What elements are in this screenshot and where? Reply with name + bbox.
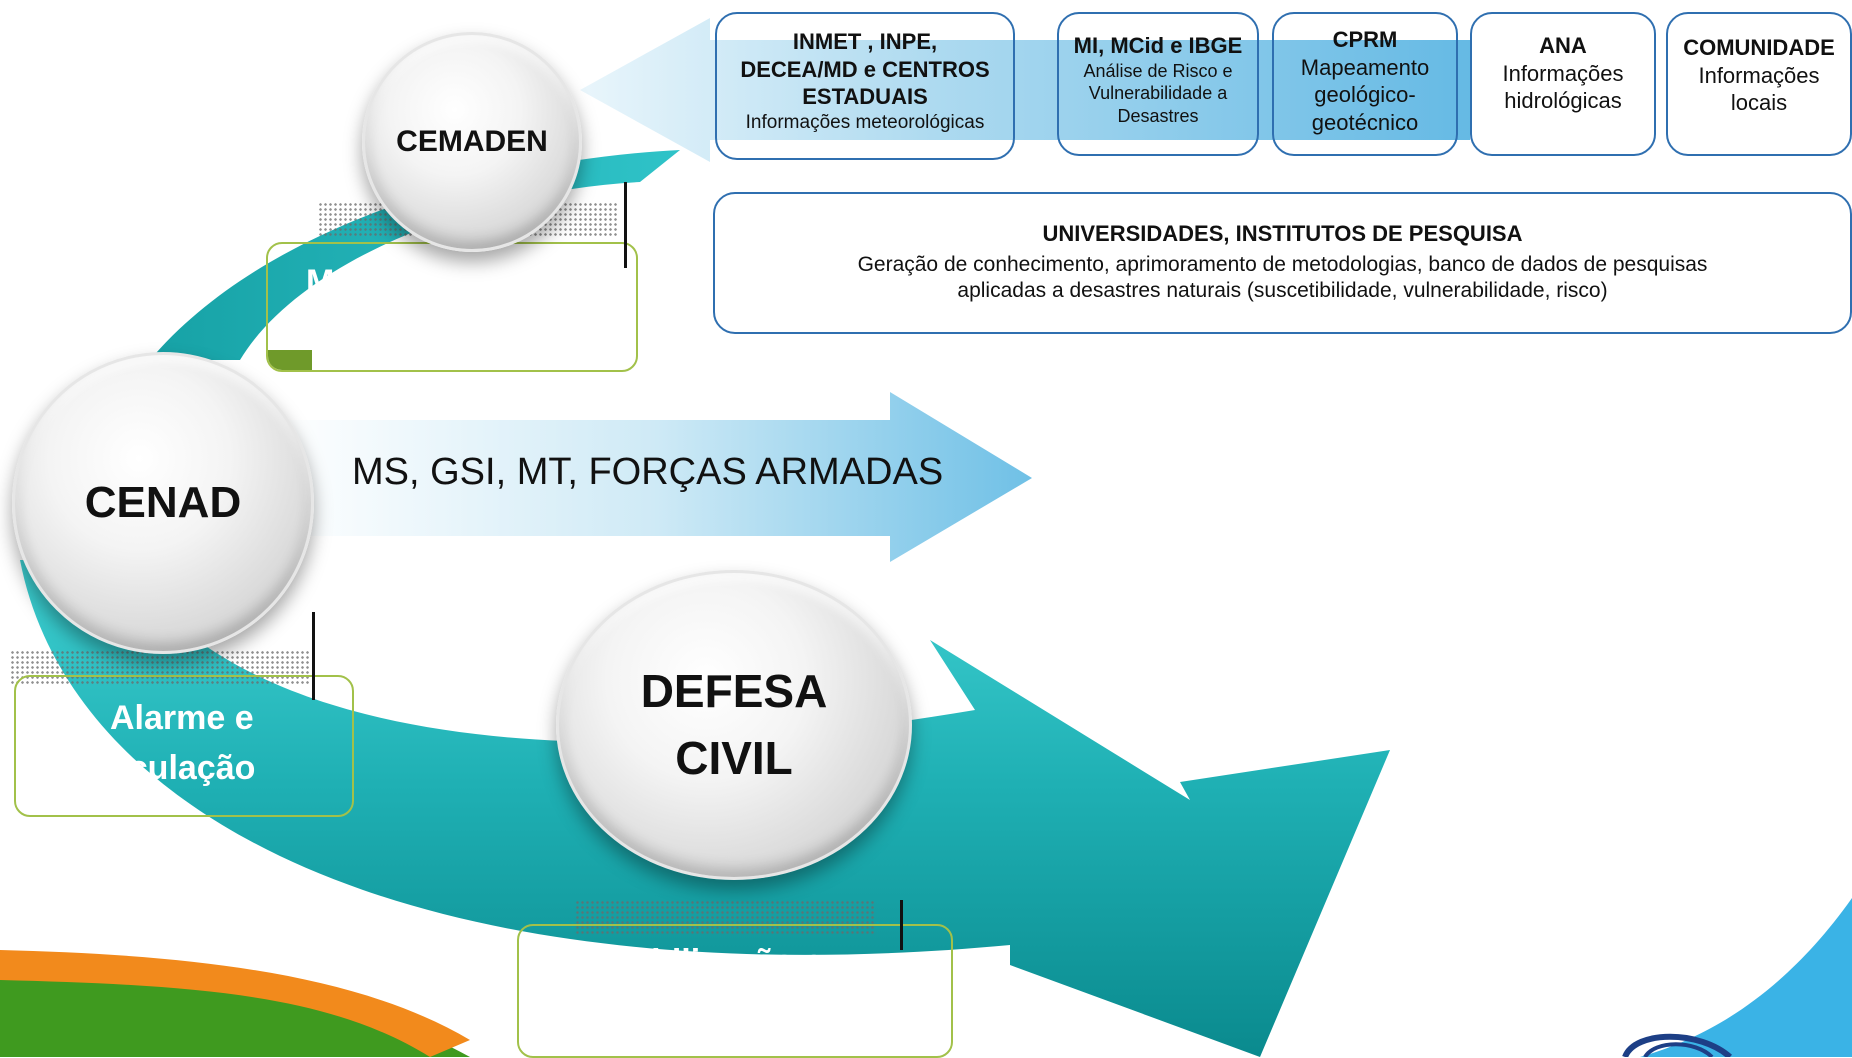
source-title-line: INMET , INPE,: [792, 29, 938, 54]
bottom-right-blue-corner: [1640, 898, 1852, 1057]
bottom-green-stripe: [0, 968, 470, 1057]
bottom-orange-stripe: [0, 950, 470, 1057]
alarm-label-box: [14, 675, 354, 817]
source-desc-line: Desastres: [1117, 105, 1199, 126]
logo-ring-icon: [1622, 1033, 1733, 1057]
cenad-node: CENAD: [12, 352, 314, 654]
universities-box: UNIVERSIDADES, INSTITUTOS DE PESQUISA Ge…: [713, 192, 1852, 334]
source-desc-line: Análise de Risco e: [1083, 60, 1233, 81]
defesa-civil-label-line2: CIVIL: [675, 732, 793, 784]
defesa-civil-label-line1: DEFESA: [640, 665, 828, 718]
source-title-line: CPRM: [1332, 27, 1398, 52]
source-desc-line: locais: [1730, 90, 1788, 115]
mobilization-shadow-dots: [575, 900, 875, 934]
source-box-cprm: CPRM Mapeamento geológico- geotécnico: [1272, 12, 1458, 156]
source-title-line: DECEA/MD e CENTROS: [740, 56, 990, 82]
cenad-node-label: CENAD: [84, 477, 242, 527]
source-desc-line: Mapeamento: [1300, 54, 1430, 80]
source-desc-line: Informações: [1502, 60, 1624, 86]
source-desc-line: Informações: [1698, 62, 1820, 88]
upper-swoosh: [150, 150, 680, 360]
monitoring-tab-accent: [268, 350, 312, 370]
alarm-label-line2: ticulação: [108, 749, 256, 787]
source-title-line: ANA: [1539, 33, 1587, 58]
source-desc-line: Informações meteorológicas: [745, 111, 985, 133]
source-box-comunidade: COMUNIDADE Informações locais: [1666, 12, 1852, 156]
alarm-label-line1: Alarme e: [110, 699, 254, 737]
top-left-arrow: [580, 18, 1470, 162]
alarm-connector-line: [312, 612, 315, 700]
middle-right-arrow: [275, 392, 1032, 562]
universities-desc-line2: aplicadas a desastres naturais (suscetib…: [957, 278, 1608, 302]
alarm-shadow-dots: [10, 650, 310, 684]
source-desc-line: Vulnerabilidade a: [1088, 83, 1228, 103]
source-desc-line: hidrológicas: [1504, 88, 1622, 113]
source-title-line: ESTADUAIS: [802, 84, 928, 109]
cemaden-node: CEMADEN: [362, 32, 582, 252]
mobilization-label-text: Mobilização e: [602, 943, 824, 981]
cemaden-node-label: CEMADEN: [396, 124, 548, 158]
monitoring-connector-line: [624, 182, 627, 268]
source-desc-line: geológico-: [1314, 82, 1416, 107]
monitoring-label-text: Mon: [306, 263, 376, 301]
source-box-mi: MI, MCid e IBGE Análise de Risco e Vulne…: [1057, 12, 1259, 156]
logo-ring-inner-icon: [1643, 1042, 1714, 1057]
source-desc-line: geotécnico: [1311, 109, 1419, 135]
mobilization-connector-line: [900, 900, 903, 950]
source-title-line: COMUNIDADE: [1683, 35, 1835, 60]
source-box-ana: ANA Informações hidrológicas: [1470, 12, 1656, 156]
defesa-civil-node: DEFESA CIVIL: [556, 570, 912, 880]
universities-desc-line1: Geração de conhecimento, aprimoramento d…: [857, 252, 1708, 276]
source-box-inmet: INMET , INPE, DECEA/MD e CENTROS ESTADUA…: [715, 12, 1015, 160]
universities-title: UNIVERSIDADES, INSTITUTOS DE PESQUISA: [1042, 221, 1523, 246]
source-title-line: MI, MCid e IBGE: [1073, 33, 1243, 58]
middle-arrow-label: MS, GSI, MT, FORÇAS ARMADAS: [352, 451, 944, 493]
